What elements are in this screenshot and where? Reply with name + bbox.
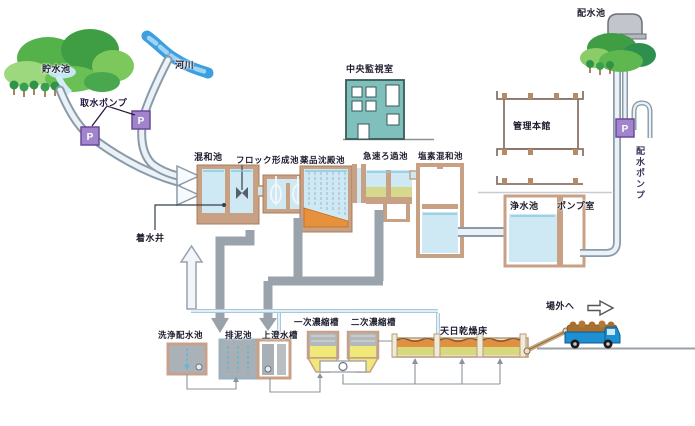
sludge-arrow-down-1 — [211, 318, 229, 333]
label-supernatant-tank: 上澄水槽 — [262, 330, 299, 340]
label-distribution-pump: 配水ポンプ — [635, 146, 645, 201]
label-sedimentation-basin: 薬品沈殿池 — [300, 155, 346, 165]
dump-truck-icon — [564, 320, 621, 349]
label-rapid-filter: 急速ろ過池 — [363, 151, 409, 161]
receiving-well-pointer — [154, 203, 226, 230]
admin-building-frame — [496, 91, 584, 185]
label-offsite: 場外へ — [546, 301, 575, 311]
label-reservoir: 貯水池 — [42, 64, 71, 74]
pump-letter: P — [138, 116, 145, 127]
label-receiving-well: 着水井 — [136, 233, 165, 243]
river-icon — [141, 30, 214, 79]
distribution-hill-icon — [580, 33, 656, 75]
supernatant-tank — [256, 338, 292, 380]
clearwater-basin-tank — [503, 194, 586, 268]
sludge-basin-tank — [218, 338, 260, 380]
sludge-arrow-down-2 — [259, 318, 277, 331]
distribution-pump-box: P — [615, 118, 635, 138]
label-river: 河川 — [175, 60, 195, 70]
intake-pipe-from-river — [137, 55, 183, 181]
pump-letter: P — [87, 132, 94, 143]
bed-feed-arrows — [233, 358, 503, 382]
small-trees-icon — [9, 80, 60, 97]
label-central-control-room: 中央監視室 — [346, 64, 394, 74]
mixing-basin-tank — [196, 164, 260, 225]
wash-water-basin-tank — [166, 342, 208, 376]
secondary-thickener-tank — [346, 330, 380, 373]
intake-pump-1: P — [80, 126, 100, 146]
chlorine-basin-tank — [416, 163, 464, 258]
label-chlorine-basin: 塩素混和池 — [418, 151, 464, 161]
reservoir-hill-icon — [4, 29, 134, 97]
intake-pump-2: P — [131, 110, 151, 130]
label-primary-thickener: 一次濃縮槽 — [294, 317, 340, 327]
central-control-room-building — [343, 79, 434, 141]
label-secondary-thickener: 二次濃縮槽 — [351, 317, 397, 327]
label-pump-room: ポンプ室 — [557, 201, 595, 211]
label-wash-water-basin: 洗浄配水池 — [158, 330, 204, 340]
intake-pump-pointer-line — [91, 105, 136, 127]
label-intake-pump: 取水ポンプ — [80, 98, 128, 108]
label-distribution-reservoir: 配水池 — [577, 8, 606, 18]
offsite-arrow-icon — [587, 299, 615, 317]
label-sludge-basin: 排泥池 — [225, 330, 253, 340]
return-flow-up-arrow — [179, 244, 204, 310]
sedimentation-basin-tank — [299, 165, 353, 233]
sludge-drain-pipes — [215, 210, 384, 318]
label-mixing-basin: 混和池 — [194, 152, 223, 162]
sun-drying-bed — [391, 333, 529, 358]
rapid-filter-tank — [352, 164, 412, 222]
label-sun-drying-bed: 天日乾燥床 — [440, 326, 488, 336]
label-clearwater-basin: 浄水池 — [510, 201, 539, 211]
pump-letter: P — [622, 124, 629, 135]
conveyor-icon — [523, 327, 570, 355]
label-admin-building: 管理本館 — [513, 121, 552, 131]
admin-building-posts — [502, 93, 578, 184]
inlet-arrows-icon — [176, 164, 201, 207]
label-floc-basin: フロック形成池 — [236, 155, 300, 165]
thickener-pump-box — [319, 360, 367, 373]
